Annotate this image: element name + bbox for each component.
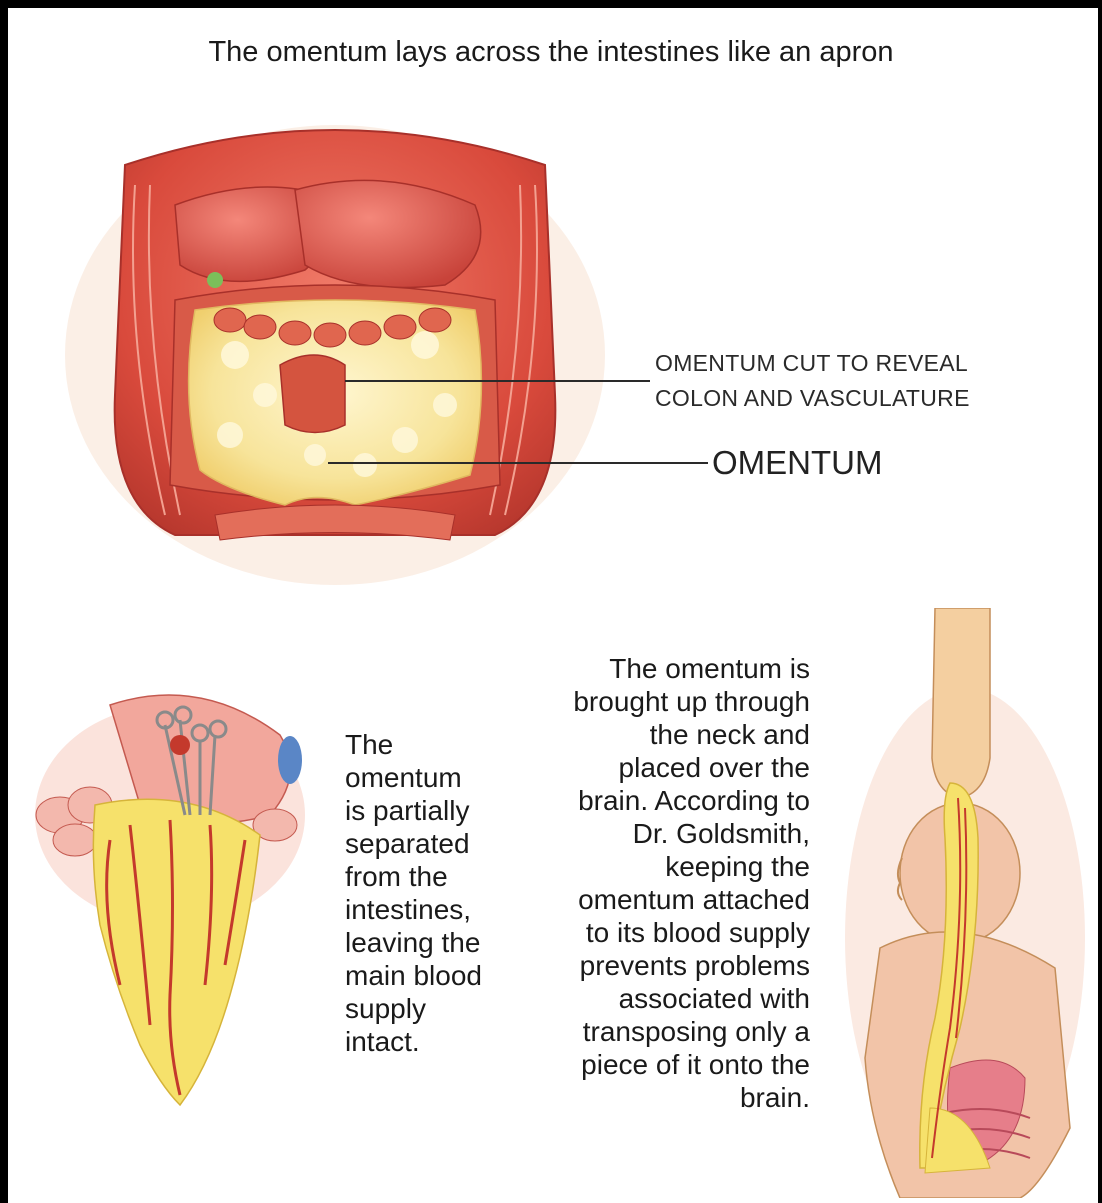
cut-label-line2: COLON AND VASCULATURE [655,383,970,413]
omentum-leader-line [328,462,708,464]
transposition-caption: The omentum is brought up through the ne… [540,652,810,1114]
omentum-separation-illustration [20,665,320,1125]
abdomen-illustration [55,95,615,595]
omentum-label: OMENTUM [712,444,882,482]
separation-caption: The omentum is partially separated from … [345,728,515,1058]
page-title: The omentum lays across the intestines l… [0,34,1102,70]
cut-label-line1: OMENTUM CUT TO REVEAL [655,348,968,378]
cut-leader-line [345,380,650,382]
omentum-transposition-illustration [840,608,1090,1198]
